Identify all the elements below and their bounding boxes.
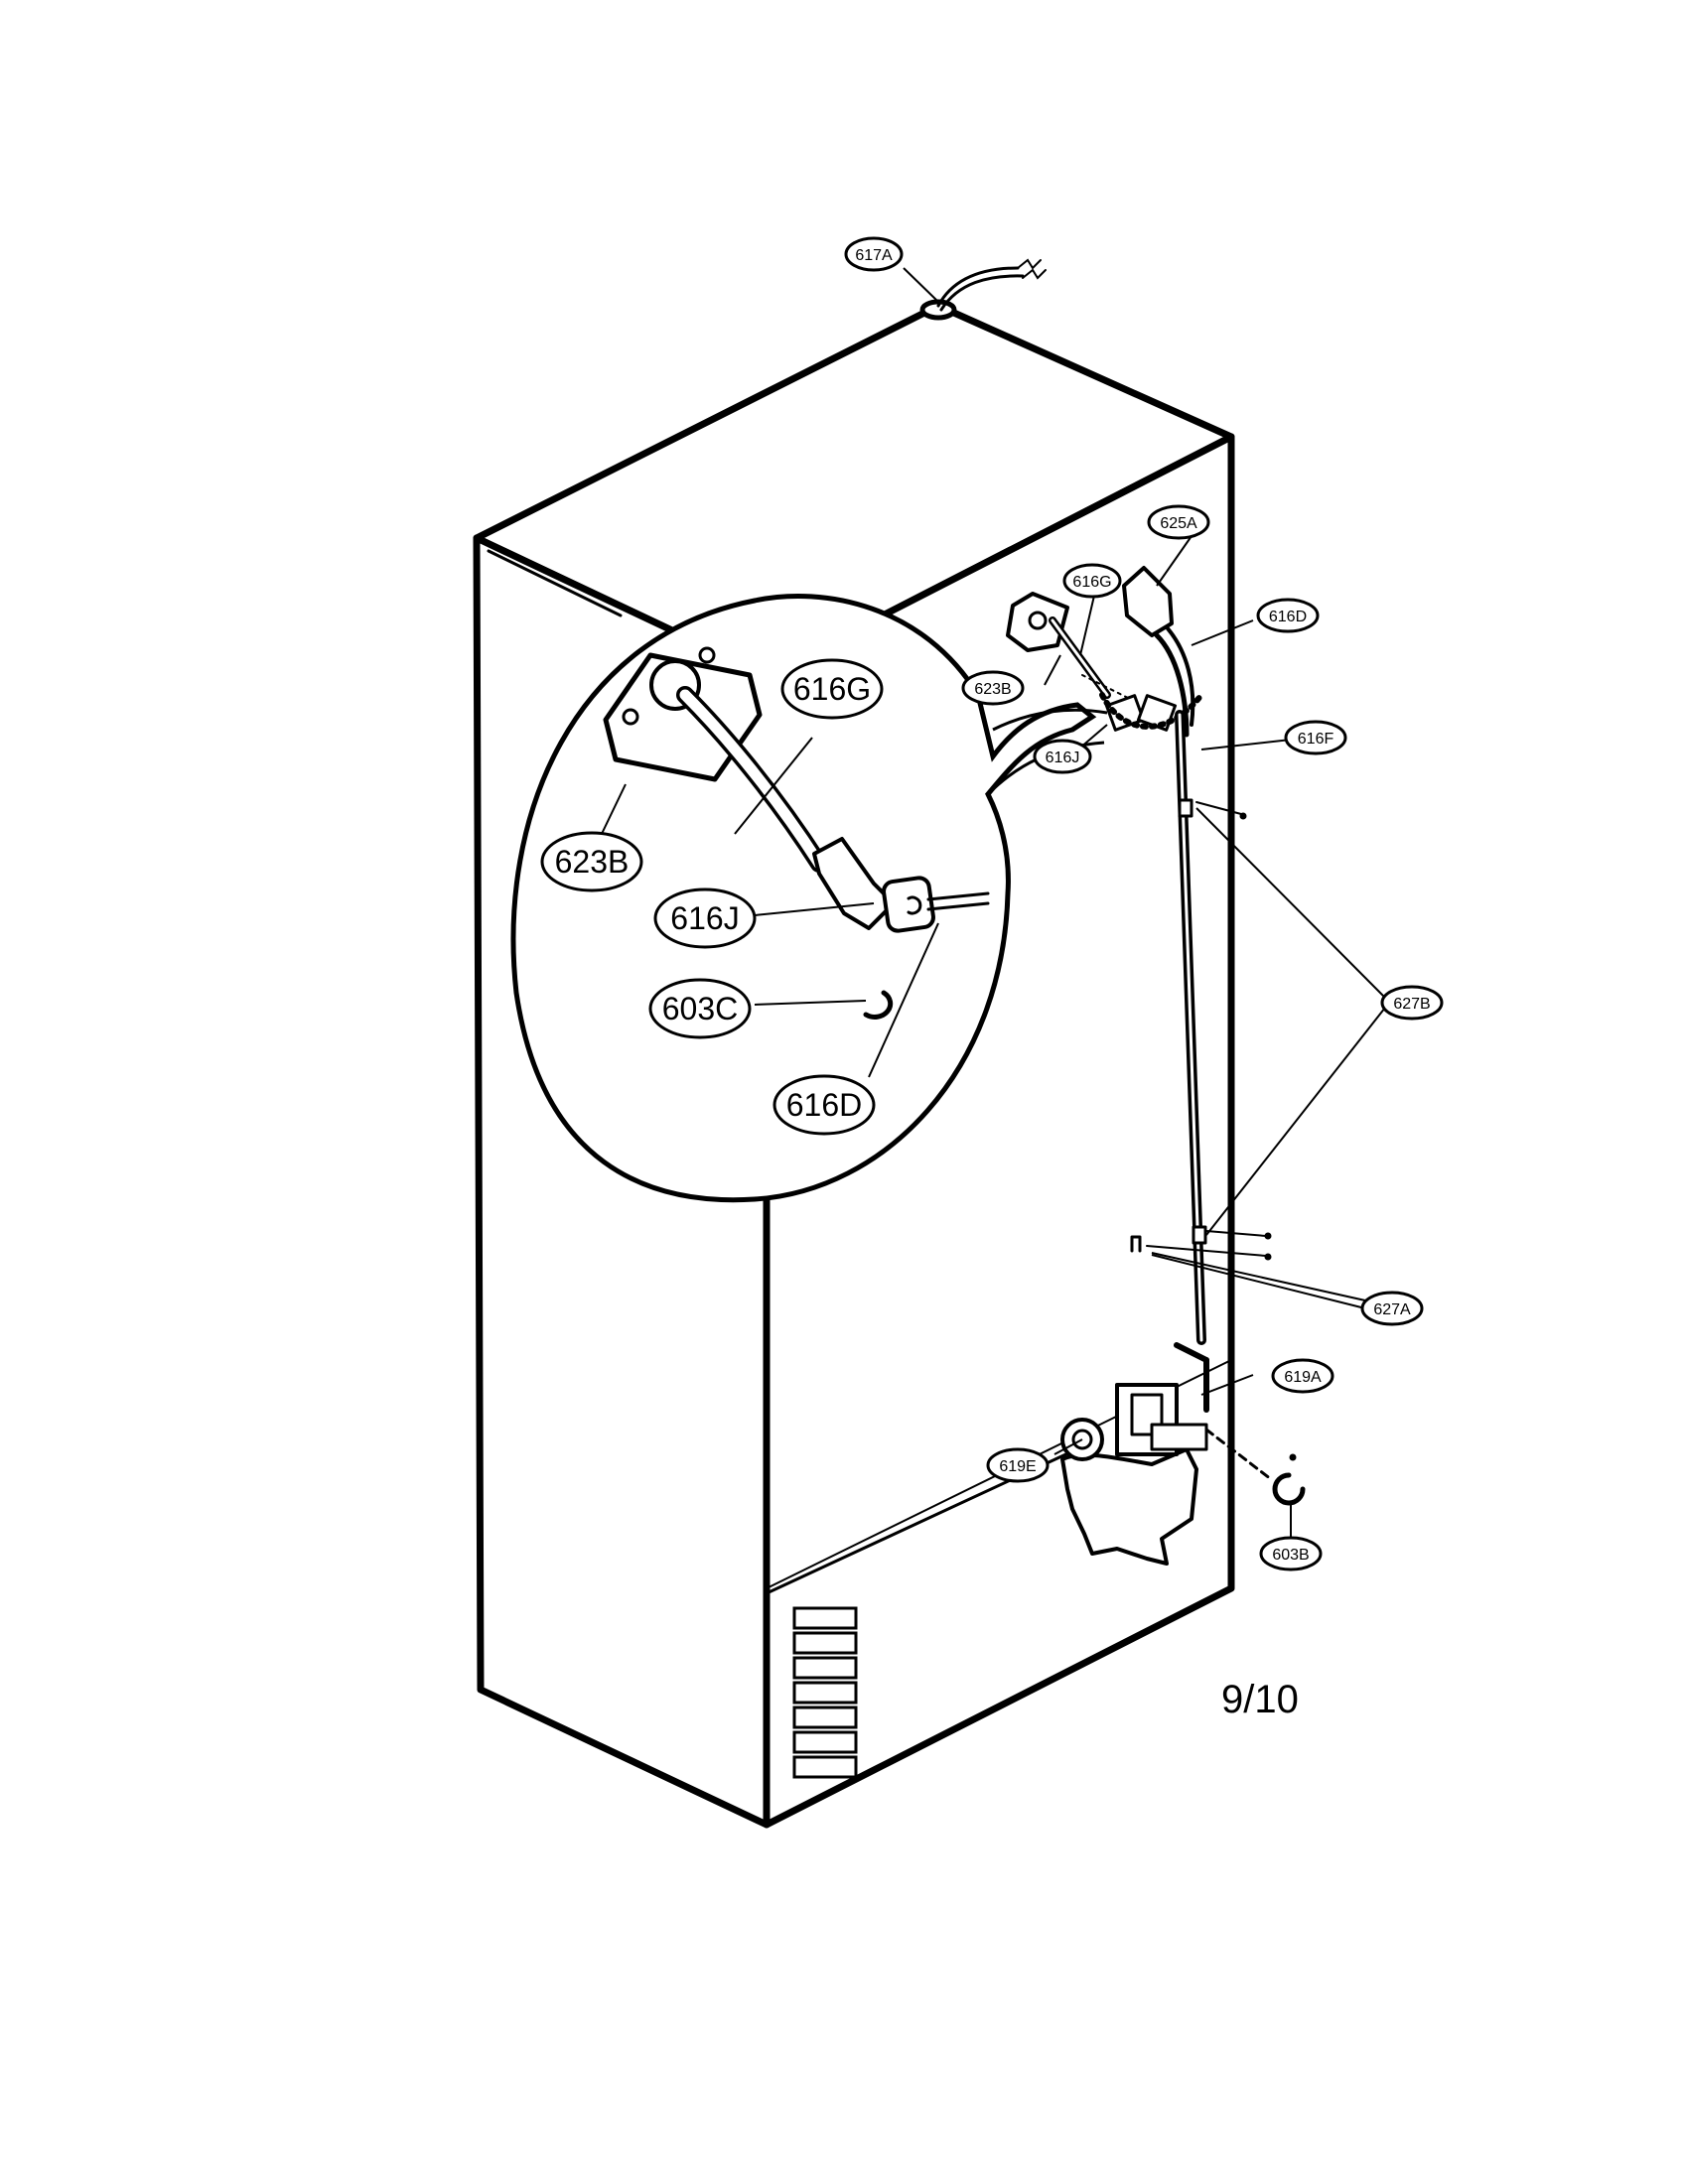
- callout-623B-large: 623B: [540, 831, 643, 892]
- water-line-assembly: [1006, 566, 1272, 1345]
- leader-lines: [600, 267, 1386, 1537]
- svg-text:616G: 616G: [793, 671, 871, 707]
- svg-text:616D: 616D: [1269, 609, 1307, 625]
- svg-text:616J: 616J: [670, 900, 739, 936]
- callout-616D-small: 616D: [1256, 598, 1320, 633]
- svg-text:616J: 616J: [1046, 750, 1080, 766]
- callout-616G-small: 616G: [1062, 563, 1122, 599]
- svg-text:619A: 619A: [1284, 1369, 1322, 1386]
- mounting-plate: [603, 652, 763, 782]
- callout-616J-small: 616J: [1033, 739, 1092, 774]
- callout-616G-large: 616G: [780, 658, 884, 720]
- detail-parts: [603, 646, 990, 1020]
- svg-text:603B: 603B: [1272, 1547, 1309, 1564]
- power-cord: [919, 258, 1047, 321]
- callout-603B: 603B: [1259, 1536, 1323, 1571]
- callout-623B-small: 623B: [961, 670, 1025, 706]
- svg-text:619E: 619E: [999, 1458, 1036, 1475]
- page-number: 9/10: [1221, 1678, 1299, 1721]
- svg-text:616D: 616D: [786, 1087, 863, 1123]
- svg-text:627B: 627B: [1393, 996, 1430, 1013]
- callout-625A: 625A: [1147, 504, 1210, 540]
- svg-text:625A: 625A: [1160, 515, 1197, 532]
- callout-616F: 616F: [1284, 720, 1347, 755]
- callout-627B: 627B: [1380, 985, 1444, 1021]
- svg-text:616F: 616F: [1298, 731, 1334, 748]
- callout-603C-large: 603C: [648, 978, 752, 1039]
- callout-619A: 619A: [1271, 1358, 1334, 1394]
- svg-text:623B: 623B: [974, 681, 1011, 698]
- callout-627A: 627A: [1360, 1291, 1424, 1326]
- callout-labels: 617A 625A 616G 616D 623B 616F 616J 627B: [540, 236, 1444, 1571]
- svg-text:623B: 623B: [555, 844, 630, 880]
- callout-616D-large: 616D: [772, 1074, 876, 1136]
- svg-text:603C: 603C: [662, 991, 739, 1026]
- callout-616J-large: 616J: [653, 887, 757, 949]
- bottom-valve-assembly: [1060, 1342, 1306, 1566]
- svg-text:617A: 617A: [855, 247, 893, 264]
- vent-grille: [792, 1606, 858, 1779]
- svg-text:627A: 627A: [1373, 1301, 1411, 1318]
- callout-619E: 619E: [986, 1447, 1050, 1483]
- svg-text:616G: 616G: [1072, 574, 1111, 591]
- callout-617A: 617A: [844, 236, 904, 272]
